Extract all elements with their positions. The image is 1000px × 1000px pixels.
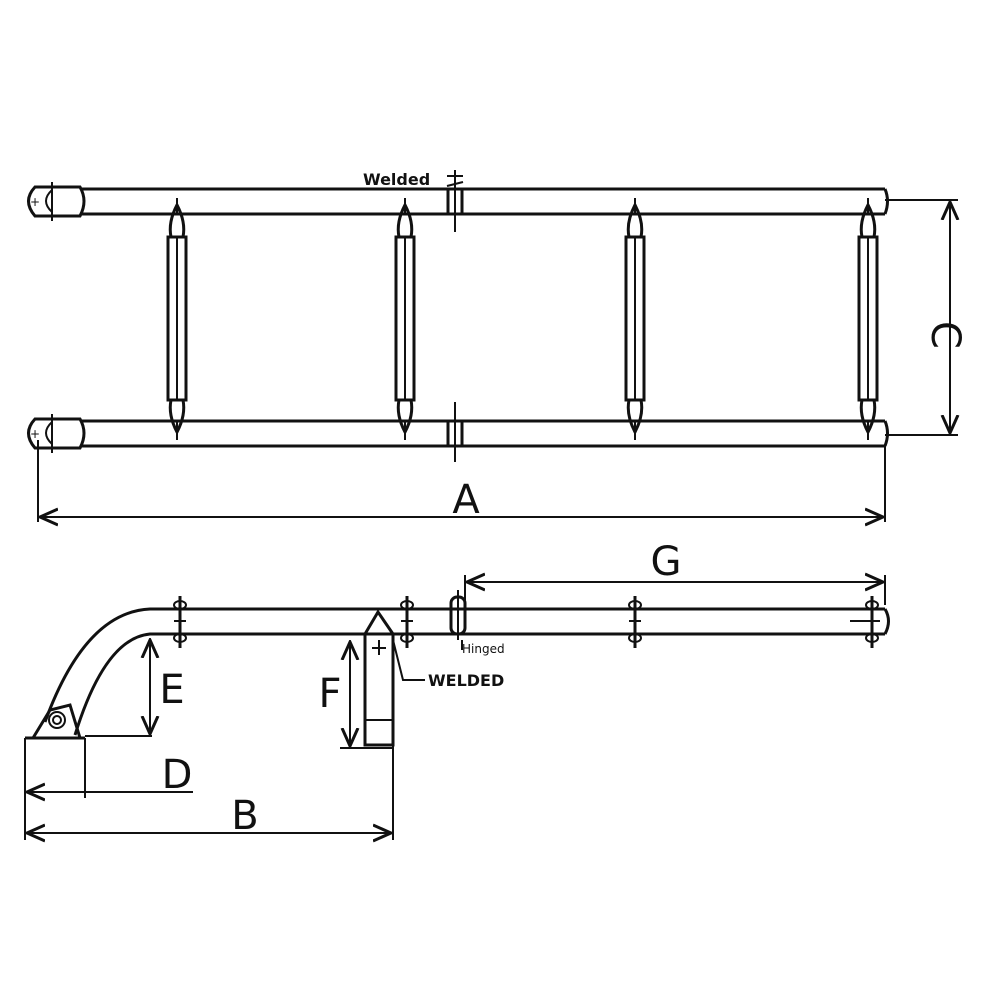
svg-text:+: +: [30, 427, 40, 441]
side-rail: [43, 607, 890, 736]
dimension-g: G: [464, 539, 886, 605]
steps: [166, 198, 879, 440]
dimension-d: D: [24, 738, 193, 840]
bolt-2: [400, 596, 414, 648]
step-4: [857, 198, 879, 440]
dimension-b-label: B: [231, 793, 258, 839]
welded-label-side: WELDED: [428, 671, 504, 690]
dimension-d-label: D: [162, 752, 193, 798]
top-rail: [80, 187, 889, 216]
dimension-b: B: [27, 745, 394, 840]
top-view: + + Welded C A: [27, 170, 968, 523]
side-view: Hinged WELDED G E F D: [24, 539, 890, 840]
svg-text:+: +: [30, 195, 40, 209]
dimension-e: E: [85, 640, 185, 737]
dimension-e-label: E: [159, 667, 184, 713]
bolt-3: [628, 596, 642, 648]
bottom-rail: [80, 419, 889, 448]
hinged-label: Hinged: [462, 642, 505, 656]
welded-label-top: Welded: [363, 170, 430, 189]
side-bolts: [173, 596, 879, 648]
base-mount: [25, 703, 85, 740]
dimension-c: C: [885, 199, 968, 436]
dimension-g-label: G: [651, 539, 682, 585]
welded-leader: [392, 639, 425, 681]
mount-bracket-bottom: +: [27, 414, 86, 453]
dimension-f: F: [318, 642, 393, 749]
dimension-c-label: C: [922, 321, 968, 349]
step-3: [624, 198, 646, 440]
dimension-a-label: A: [452, 477, 480, 523]
step-1: [166, 198, 188, 440]
mount-bracket-top: +: [27, 182, 86, 221]
hinge: [449, 590, 467, 650]
welded-splice: [446, 170, 464, 462]
dimension-f-label: F: [318, 671, 341, 717]
bolt-4: [865, 596, 879, 648]
bolt-1: [173, 596, 187, 648]
step-2: [394, 198, 416, 440]
welded-post: [363, 609, 395, 747]
dimension-a: A: [37, 440, 886, 523]
